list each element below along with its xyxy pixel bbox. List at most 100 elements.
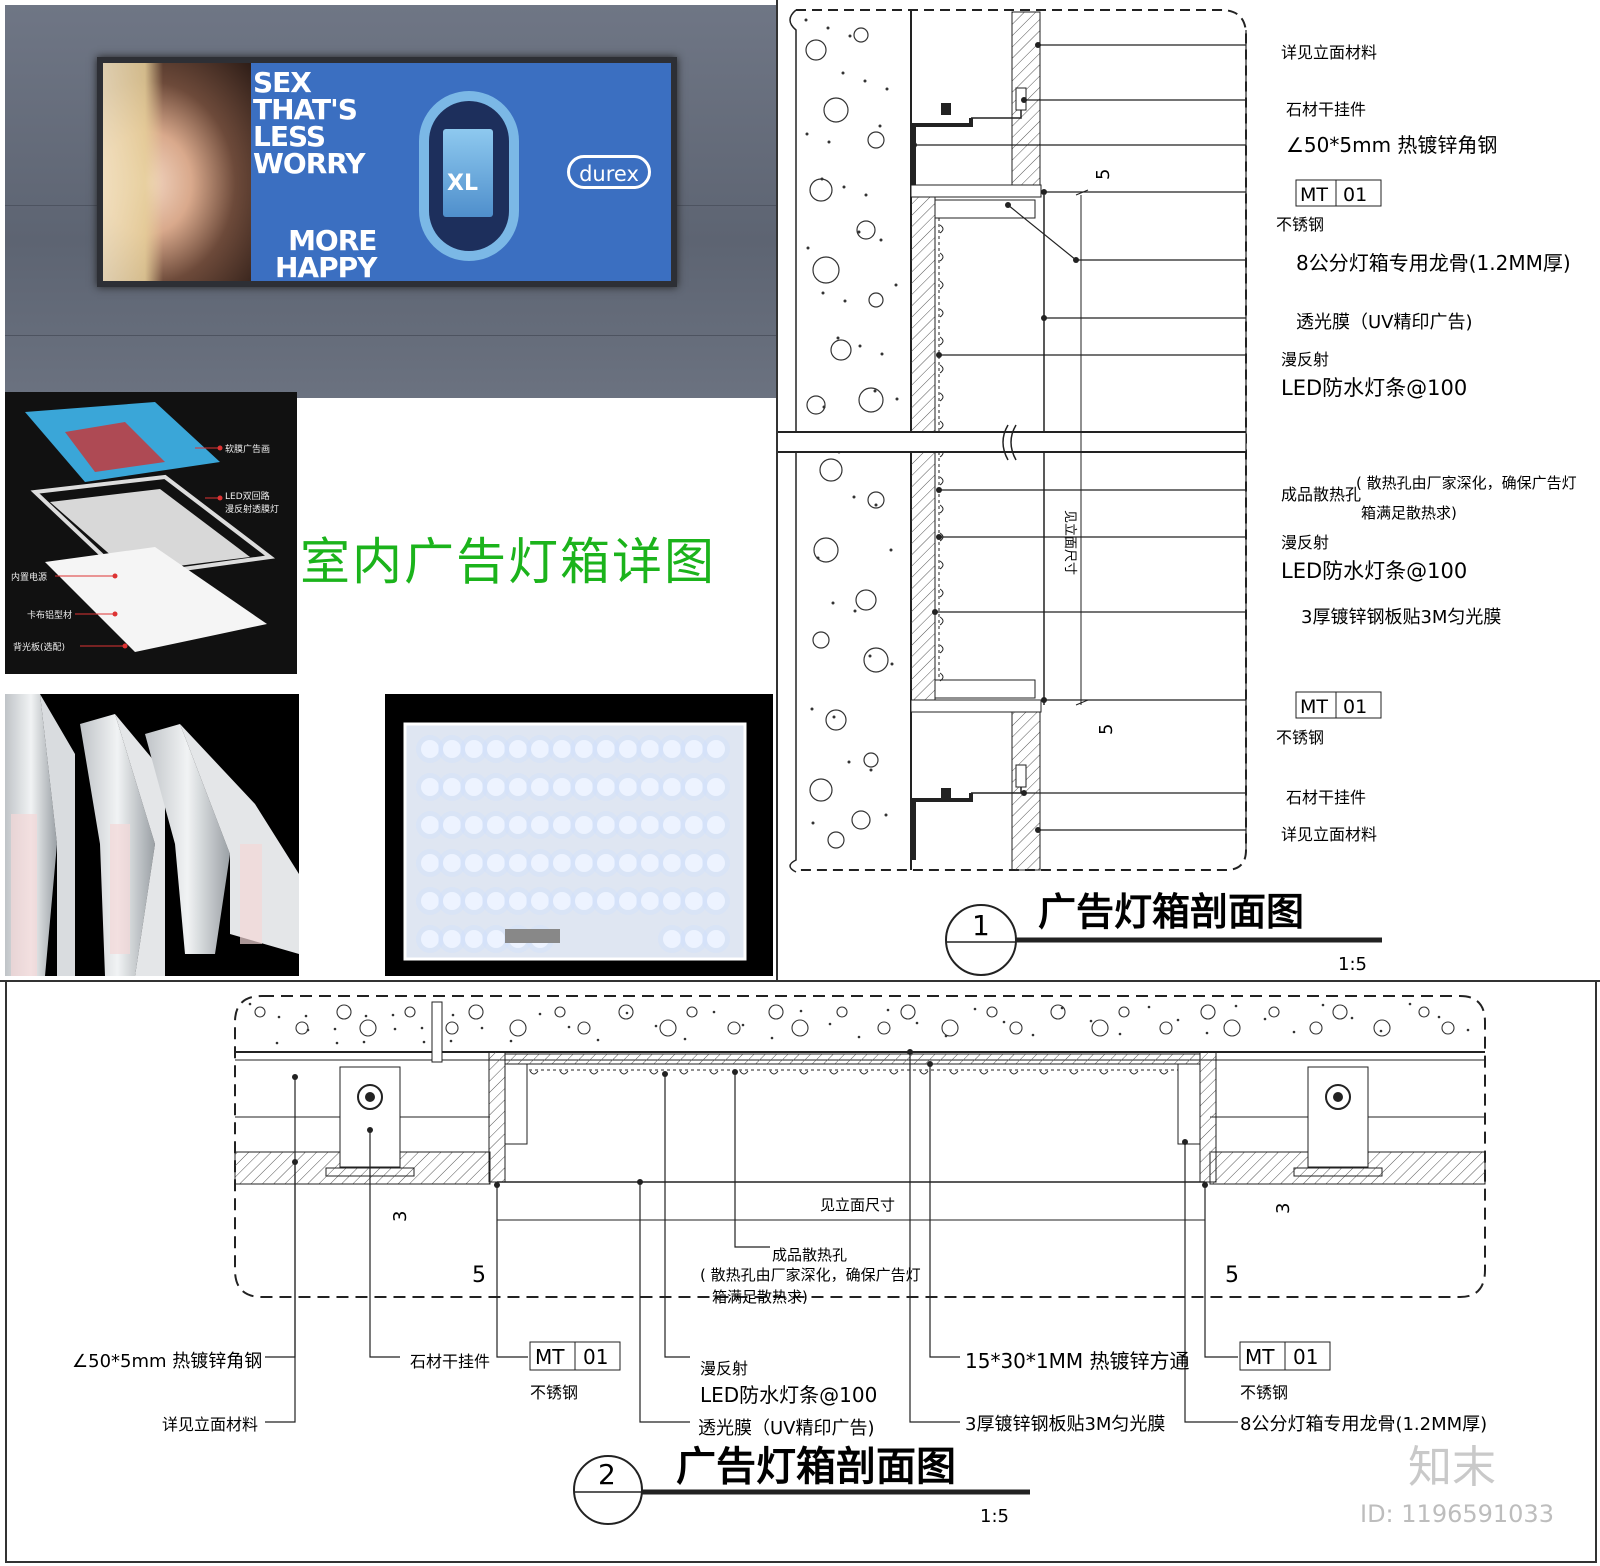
aggregate [813,537,839,563]
annotation-text: 3厚镀锌钢板贴3M匀光膜 [1301,607,1501,628]
label-steel-plate: 3厚镀锌钢板贴3M匀光膜 [965,1414,1165,1435]
product-box [443,129,493,217]
led-bump [1009,1070,1019,1075]
led-bump [529,1070,539,1075]
aggregate [1268,1006,1280,1018]
led-light [553,892,571,910]
annotation-text: 箱满足散热求) [1361,504,1457,522]
led-light [597,778,615,796]
leader-line [1204,1185,1238,1358]
annotation-text: 成品散热孔 [1281,485,1361,504]
leader-line [909,1052,960,1423]
led-light [553,778,571,796]
svg-text:MT: MT [1300,696,1328,718]
svg-text:01: 01 [583,1345,608,1369]
led-bump [939,672,944,682]
led-light [707,778,725,796]
led-light [663,854,681,872]
frame-left [5,982,7,1562]
aluminum-profile-photo [5,694,299,976]
leader-line [265,1162,296,1423]
aggregate [1418,1006,1430,1018]
led-bump [1159,1070,1169,1075]
svg-text:MT: MT [1245,1345,1275,1369]
aggregate [812,256,840,284]
led-light [575,778,593,796]
leader-line [734,1072,770,1248]
leader-line [664,1074,690,1358]
angle-steel-bottom [911,793,973,802]
led-light [465,740,483,758]
led-light [509,854,527,872]
led-light [707,892,725,910]
leader-line [496,1185,528,1358]
aggregate [856,220,876,240]
led-light [575,892,593,910]
svg-text:01: 01 [1293,1345,1318,1369]
mt-tag-bottom: MT 01 [1295,691,1382,719]
led-light [487,892,505,910]
profile-3 [145,724,299,954]
aggregate [686,1006,698,1018]
dim-3-right: 3 [1273,1203,1294,1214]
led-light [465,854,483,872]
led-light [641,740,659,758]
led-light [487,854,505,872]
led-bump [739,1070,749,1075]
ad-headline: SEX THAT'S LESS WORRY [253,66,366,180]
led-light [509,892,527,910]
label-led: LED双回路 漫反射透膜灯 [225,492,280,515]
led-bump [939,644,944,654]
led-bump [649,1070,659,1075]
product-pack: XL [429,101,509,251]
billboard-face: SEX THAT'S LESS WORRY MORE HAPPY XL dure… [103,63,671,281]
led-light [465,892,483,910]
led-light [509,778,527,796]
product-pack-text: XL [447,171,478,196]
led-light [685,930,703,948]
top-frame [910,184,1042,198]
section-1-scale: 1:5 [1338,954,1367,975]
aggregate [359,1019,377,1037]
led-light [619,854,637,872]
label-back-panel: 背光板(选配) [13,643,66,653]
annotation-text: 8公分灯箱专用龙骨(1.2MM厚) [1296,251,1571,275]
led-light [443,892,461,910]
led-light [443,816,461,834]
led-light [487,740,505,758]
aggregate [577,1021,591,1035]
aggregate [1223,1019,1241,1037]
led-bump [829,1070,839,1075]
aggregate [1159,1021,1173,1035]
led-light [487,930,505,948]
led-light [641,854,659,872]
label-vent-3: 箱满足散热求) [712,1288,808,1306]
aggregate [900,1004,916,1020]
label-film: 透光膜（UV精印广告) [698,1418,875,1439]
led-bump [939,224,944,234]
aggregate [727,1021,741,1035]
aggregate [827,831,845,849]
label-elevation: 详见立面材料 [162,1415,258,1434]
led-light [509,740,527,758]
annotation-text: 透光膜（UV精印广告) [1296,312,1473,333]
annotation-text: 漫反射 [1281,533,1329,552]
mt-tag-right: MT 01 [1239,1341,1331,1371]
aggregate [825,709,847,731]
led-light [619,816,637,834]
svg-text:01: 01 [1343,696,1367,718]
led-light [641,816,659,834]
led-bump [939,476,944,486]
mt-tag-top: MT 01 [1295,179,1382,207]
brand-logo: durex [567,155,651,189]
aggregate [336,1004,352,1020]
back-panel [45,547,267,652]
aggregate [877,1021,891,1035]
label-frame: 卡布铝型材 [27,611,73,621]
led-bump [939,336,944,346]
led-light [685,740,703,758]
led-bump [939,280,944,290]
leader-line [265,1077,296,1358]
frame-bottom [5,1561,1597,1563]
